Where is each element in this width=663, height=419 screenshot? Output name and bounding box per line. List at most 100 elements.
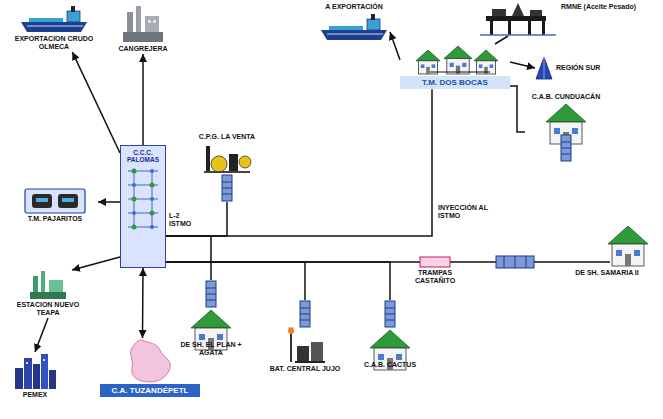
building-icon [189,308,233,340]
icon-part [150,225,154,229]
icon-part [132,168,155,229]
icon-part [480,34,556,36]
icon-part [27,26,83,27]
valve-icon [384,300,396,328]
icon-part [41,354,48,389]
icon-part [554,128,560,134]
icon-part [206,300,216,301]
pipeline-connector [72,257,120,270]
icon-part [300,301,310,327]
node-label: TRAMPAS CASTAÑITO [400,268,470,286]
icon-part [321,30,387,40]
icon-part [150,197,154,201]
icon-part [128,169,158,229]
icon-part [634,250,640,256]
valve-icon [205,280,217,308]
node-label: DE SH. SAMARIA II [574,268,640,278]
icon-part [416,50,440,61]
icon-part [530,10,542,16]
pipeline-label: INYECCIÓN AL ISTMO [437,204,501,220]
buildingPipe-icon [562,226,652,268]
valve-icon [221,174,233,202]
valve-body [496,256,534,268]
icon-part [378,354,384,360]
icon-part [608,226,648,244]
pipeline-connector [166,262,305,300]
node-label: CANGREJERA [117,44,168,54]
icon-part [191,310,231,328]
icon-part [62,198,74,202]
icon-part [132,168,137,173]
facility-node: C.P.G. LA VENTA [188,132,266,202]
facility-node: PEMEX [8,352,62,400]
valve-stripe [526,256,527,268]
icon-part [49,370,56,389]
icon-part [612,244,644,266]
facility-node: C.A.B. CUNDUACÁN [525,92,607,162]
pipeline-connector [495,36,508,44]
icon-part [26,362,28,364]
facility-node: CANGREJERA [110,4,176,54]
icon-part [30,292,66,299]
icon-part [132,196,137,201]
facility-node: DE SH. EL PLAN + AGATA [172,280,250,358]
icon-part [33,364,40,389]
pipeline-connector [98,201,120,203]
icon-part [32,194,52,208]
icon-part [123,32,163,42]
icon-part [24,358,32,389]
icon-part [420,257,450,267]
icon-part [371,14,375,20]
icon-part [625,254,631,266]
icon-part [132,169,154,229]
pipeline-connector [166,261,400,263]
icon-part [512,3,524,16]
node-label: C.P.G. LA VENTA [198,132,256,142]
blob-icon [120,338,180,384]
icon-part [206,281,216,307]
node-label: ESTACION NUEVO TEAPA [8,300,88,318]
valve-stripe [504,256,505,268]
node-label: C.C.C. PALOMAS [123,148,163,165]
icon-part [204,171,250,173]
platform-icon [478,2,558,36]
icon-part [239,156,251,168]
tanks-icon [24,188,86,214]
icon-part [29,18,63,22]
node-label: C.A.B. CUNDUACÁN [531,92,601,102]
icon-part [616,250,622,256]
node-label: C.A. TUZANDÉPETL [100,384,200,397]
icon-part [153,20,156,23]
pipeline-label: L-2 ISTMO [168,212,202,228]
icon-part [36,198,48,202]
icon-part [544,57,545,79]
icon-part [385,308,395,309]
icon-part [421,64,425,68]
icon-part [490,64,494,68]
icon-part [15,368,23,389]
horizontal-valve [496,256,534,268]
node-label: A EXPORTACIÓN [324,2,384,12]
facility-node: A EXPORTACIÓN [318,2,390,42]
icon-part [474,50,498,61]
icon-part [430,71,490,72]
valve-icon [560,134,572,162]
icon-part [432,64,436,68]
icon-part [370,330,410,348]
icon-part [131,340,171,382]
icon-part [148,20,151,23]
icon-part [21,22,87,32]
icon-part [486,16,546,21]
node-label: T.M. DOS BOCAS [400,76,510,89]
building-icon [368,328,412,360]
node-label: RMNE (Aceite Pesado) [558,2,646,12]
valve-icon [299,300,311,328]
icon-part [222,188,232,189]
pipeline-connector [510,62,535,68]
icon-part [222,194,232,195]
node-label: C.A.B. CACTUS [363,360,417,370]
facility-node: EXPORTACION CRUDO OLMECA [8,4,100,52]
icon-part [426,67,430,74]
